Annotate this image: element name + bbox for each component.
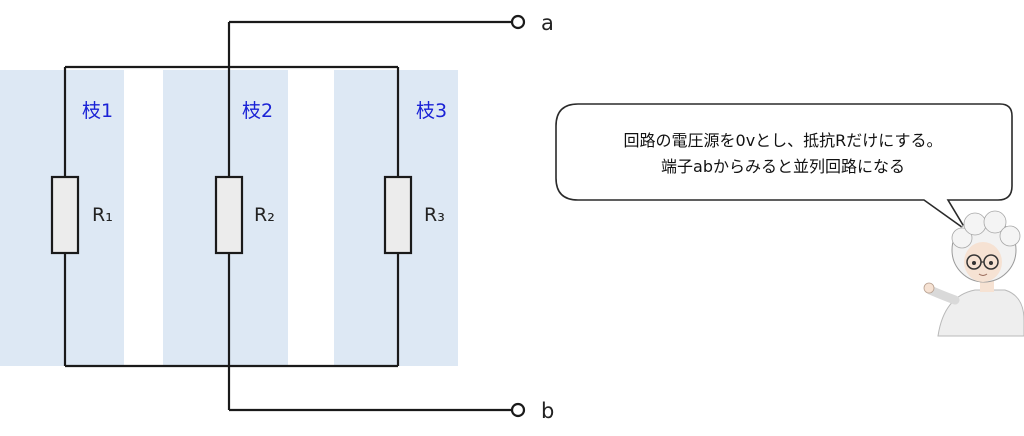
terminal-b-label: b <box>541 399 554 423</box>
resistor-r2 <box>214 175 244 255</box>
wires <box>63 20 512 412</box>
boy-with-glasses-icon <box>923 210 1024 337</box>
branch-1-label: 枝1 <box>82 100 113 122</box>
bubble-line-2: 端子abからみると並列回路になる <box>661 157 905 176</box>
bubble-line-1: 回路の電圧源を0vとし、抵抗Rだけにする。 <box>624 131 943 150</box>
branch-3-label: 枝3 <box>416 100 447 122</box>
resistor-r2-label: R₂ <box>254 204 275 226</box>
branch-2-label: 枝2 <box>242 100 273 122</box>
resistor-r1 <box>50 175 80 255</box>
terminal-a <box>510 14 526 30</box>
resistor-r3-label: R₃ <box>424 204 445 226</box>
resistor-r3 <box>383 175 413 255</box>
resistor-r1-label: R₁ <box>92 204 113 226</box>
terminal-b <box>510 402 526 418</box>
terminal-a-label: a <box>541 11 554 35</box>
speech-bubble: 回路の電圧源を0vとし、抵抗Rだけにする。 端子abからみると並列回路になる <box>555 103 1013 231</box>
